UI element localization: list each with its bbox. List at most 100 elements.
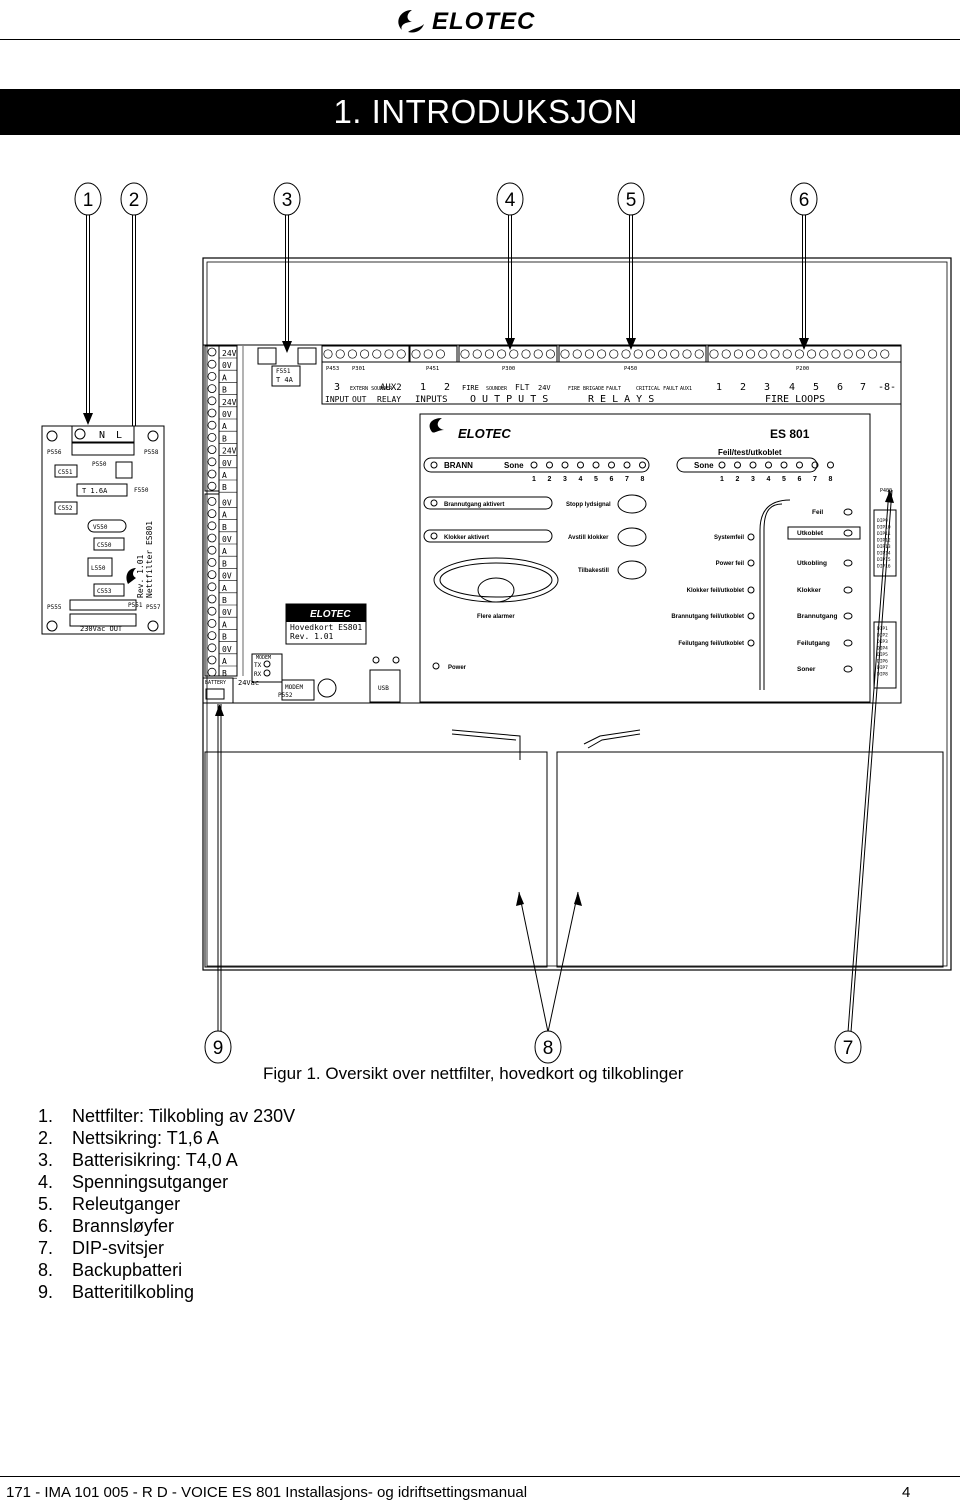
dip-label: DIP10 xyxy=(877,525,891,531)
dip-label: DIP9 xyxy=(877,518,888,524)
top-callouts: 1 2 3 4 5 6 xyxy=(74,182,818,470)
terminal-label: 0V xyxy=(222,608,232,617)
section-label: INPUT xyxy=(325,395,349,404)
zone-number: 4 xyxy=(767,476,771,483)
section-label: OUT xyxy=(352,395,367,404)
panel-button-tilbakestill: Tilbakestill xyxy=(578,568,609,574)
main-board: 24V0VAB24V0VAB24V0VAB0VAB0VAB0VAB0VAB0VA… xyxy=(202,344,902,704)
filter-label-p551: P551 xyxy=(128,602,143,609)
fault-indicator-label: Klokker feil/utkoblet xyxy=(687,588,744,594)
legend-item: 8.Backupbatteri xyxy=(38,1260,183,1280)
callout-number: 8 xyxy=(543,1038,554,1059)
section-label: O U T P U T S xyxy=(470,394,548,405)
dip-label: DIP6 xyxy=(877,659,888,665)
section-label: INPUTS xyxy=(415,395,448,405)
zone-number: 5 xyxy=(594,476,598,483)
connector-group-label: 6 xyxy=(837,382,843,393)
connector-group-label: 3 xyxy=(334,382,340,393)
filter-label-c552: C552 xyxy=(58,505,73,512)
terminal-label: B xyxy=(222,386,227,395)
filter-logo-icon xyxy=(126,568,136,584)
legend-item: 3.Batterisikring: T4,0 A xyxy=(38,1150,238,1170)
connector-group-label: EXTERN SOUNDER xyxy=(350,386,393,392)
connector-group-label: FIRE xyxy=(462,384,479,392)
panel-flere-alarmer: Flere alarmer xyxy=(477,614,515,620)
callout-3: 3 xyxy=(273,182,301,353)
battery-cable-right xyxy=(583,729,641,749)
panel-button-avstill: Avstill klokker xyxy=(568,535,609,541)
panel-right-buttons: FeilUtkobletUtkoblingKlokkerBrannutgangF… xyxy=(787,508,861,673)
filter-label-l550: L550 xyxy=(91,565,106,572)
zone-number: 1 xyxy=(720,476,724,483)
board-logo-text: ELOTEC xyxy=(310,609,351,620)
fault-indicator-label: Brannutgang feil/utkoblet xyxy=(671,614,744,620)
terminal-label: B xyxy=(222,523,227,532)
filter-label-p556: P556 xyxy=(47,449,62,456)
zone-number: 8 xyxy=(641,476,645,483)
section-label: RELAY xyxy=(377,395,401,404)
legend-item: 7.DIP-svitsjer xyxy=(38,1238,165,1258)
title-bar xyxy=(0,89,960,135)
filter-label-v550: V550 xyxy=(93,524,108,531)
panel-right-button-label: Feilutgang xyxy=(797,640,830,647)
connector-group-label: CRITICAL FAULT xyxy=(636,386,678,392)
filter-label-c553: C553 xyxy=(97,588,112,595)
modem-connector-id: P552 xyxy=(278,692,293,699)
zone-number: 7 xyxy=(813,476,817,483)
callout-number: 9 xyxy=(213,1038,224,1059)
callout-number: 3 xyxy=(282,190,293,211)
panel-logo-icon xyxy=(429,418,444,433)
callout-9: 9 xyxy=(204,1030,232,1064)
zone-number: 3 xyxy=(751,476,755,483)
dip-label: DIP5 xyxy=(877,652,888,658)
callout-number: 5 xyxy=(626,190,637,211)
terminal-label: A xyxy=(222,547,227,556)
connector-group-label: 4 xyxy=(789,382,795,393)
panel-right-button-label: Brannutgang xyxy=(797,613,837,620)
board-rev: Rev. 1.01 xyxy=(290,632,334,641)
connector-group-label: 3 xyxy=(764,382,770,393)
panel-zone-label-right: Sone xyxy=(694,461,714,470)
connector-id: P300 xyxy=(502,366,515,372)
bottom-leaders xyxy=(215,489,894,1033)
filter-board-name: Nettfilter ES801 xyxy=(145,521,154,598)
connector-group-label: FAULT xyxy=(606,386,621,392)
dip-label: DIP16 xyxy=(877,564,891,570)
legend-item: 1.Nettfilter: Tilkobling av 230V xyxy=(38,1106,296,1126)
filter-label-p555: P555 xyxy=(47,604,62,611)
dip-label: DIP2 xyxy=(877,633,888,639)
callout-6: 6 xyxy=(790,182,818,350)
connector-group-label: 7 xyxy=(860,382,866,393)
logo-wordmark: ELOTEC xyxy=(432,8,535,35)
terminal-label: A xyxy=(222,511,227,520)
connector-group-label: 2 xyxy=(444,382,450,393)
filter-label-p557: P557 xyxy=(146,604,161,611)
connector-group-label: FIRE BRIGADE xyxy=(568,386,604,392)
callout-number: 6 xyxy=(799,190,810,211)
footer-rule xyxy=(0,1476,960,1477)
connector-id: P453 xyxy=(326,366,339,372)
callout-number: 1 xyxy=(83,190,94,211)
terminal-label: 0V xyxy=(222,410,232,419)
zone-number: 2 xyxy=(736,476,740,483)
terminal-label: B xyxy=(222,434,227,443)
terminal-label: 0V xyxy=(222,459,232,468)
elotec-logo: ELOTEC xyxy=(398,8,535,35)
legend-list: 1.Nettfilter: Tilkobling av 230V 2.Netts… xyxy=(38,1105,295,1303)
terminal-label: B xyxy=(222,669,227,678)
panel-right-button-label: Utkoblet xyxy=(797,530,824,537)
battery-right xyxy=(556,751,944,968)
connector-group-label: 1 xyxy=(420,382,426,393)
zone-number: 8 xyxy=(829,476,833,483)
filter-label-c551: C551 xyxy=(58,469,73,476)
fault-indicator-label: Feilutgang feil/utkoblet xyxy=(678,641,744,647)
filter-terminal-n: N xyxy=(99,430,105,441)
power-input-label: 24Vac xyxy=(238,679,259,687)
callout-8: 8 xyxy=(534,1030,562,1064)
fuse-label: F551 xyxy=(276,368,291,375)
